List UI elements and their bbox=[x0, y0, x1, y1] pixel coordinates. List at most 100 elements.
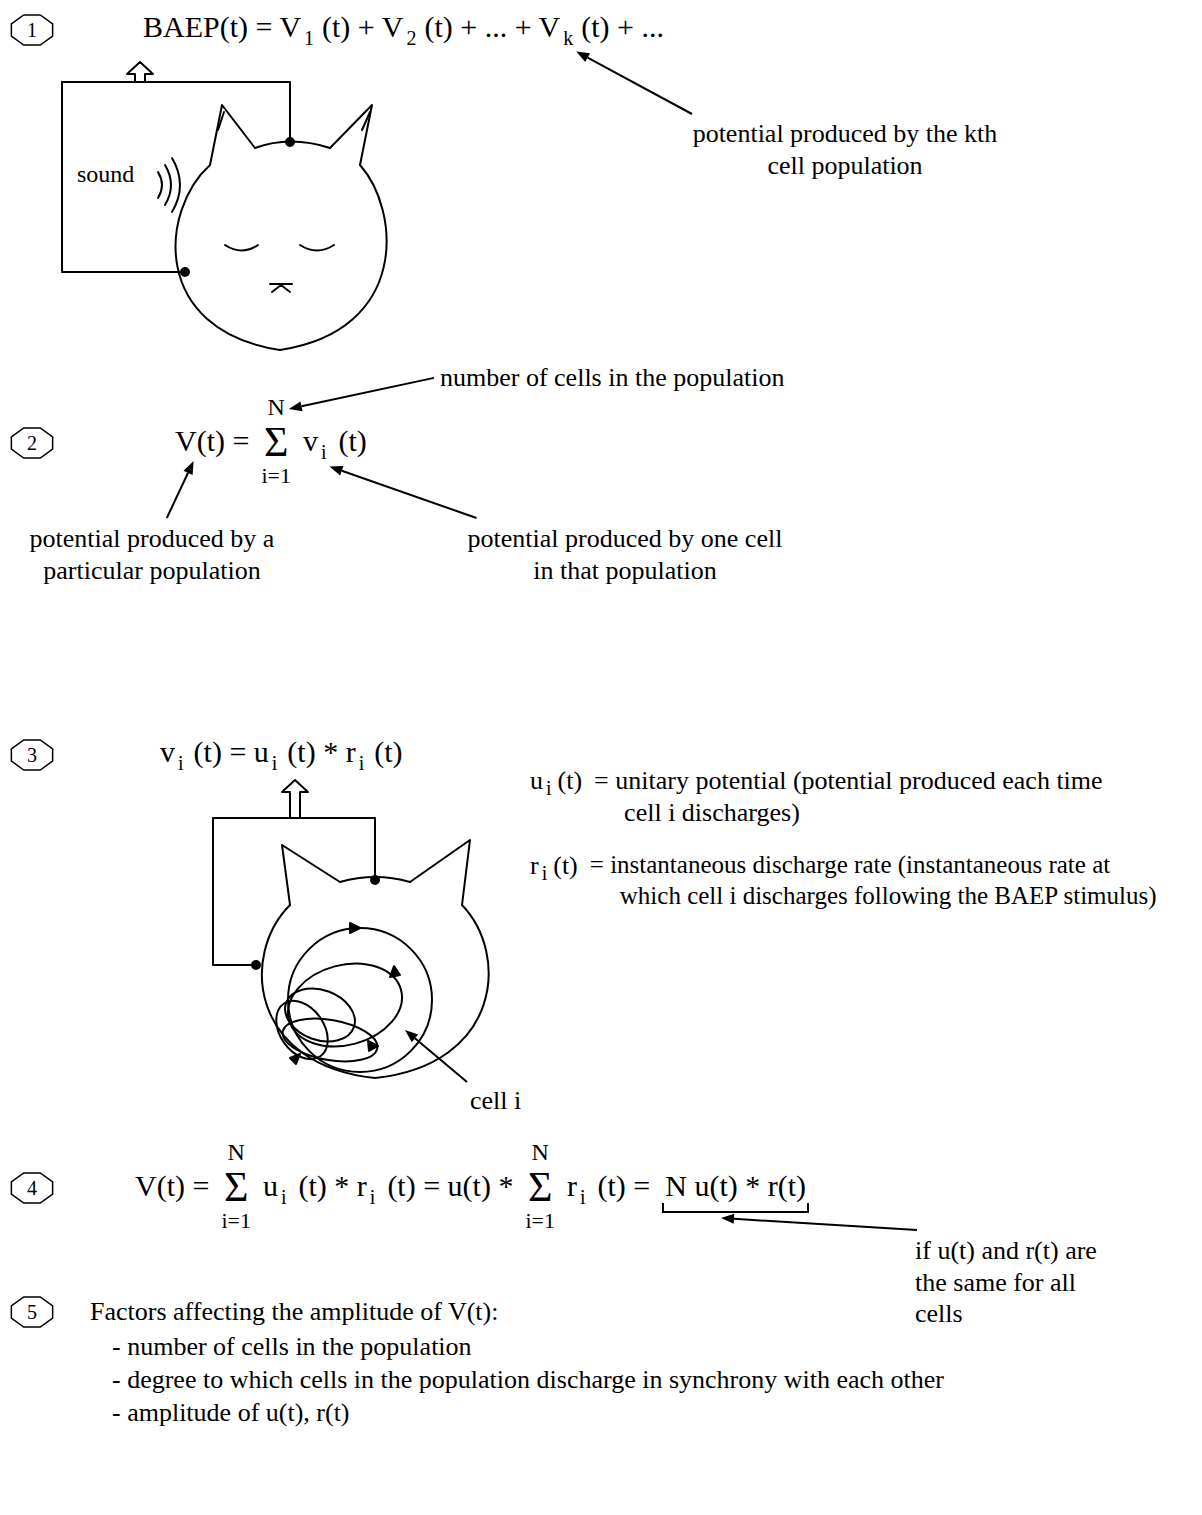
equation-term: (t) bbox=[558, 765, 583, 797]
sum-lower-limit: i=1 bbox=[221, 1210, 251, 1232]
step-number-text: 2 bbox=[10, 427, 54, 459]
electrode bbox=[252, 961, 260, 969]
summation: NΣi=1 bbox=[525, 1140, 555, 1232]
summation: NΣi=1 bbox=[261, 395, 291, 487]
cat-mouth bbox=[270, 284, 292, 292]
sound-wave bbox=[172, 158, 180, 212]
leader-arrowhead bbox=[289, 401, 303, 411]
cat-ear bbox=[218, 112, 224, 130]
subscript: i bbox=[580, 1186, 586, 1209]
equation-term: (t) bbox=[339, 424, 367, 458]
cat-figure-1 bbox=[62, 62, 387, 350]
equation-term: (t) = u(t) * bbox=[387, 1169, 513, 1203]
output-arrow bbox=[127, 62, 153, 82]
step-number-text: 1 bbox=[10, 14, 54, 46]
equation-term: (t) + V bbox=[322, 10, 403, 44]
leader-arrowhead bbox=[721, 1214, 734, 1224]
equation-row: ri(t)= instantaneous discharge rate (ins… bbox=[530, 850, 1175, 911]
leader-arrowhead bbox=[576, 52, 590, 63]
cat-ear bbox=[330, 105, 372, 165]
annotation-text: potential produced by one cell in that p… bbox=[460, 523, 790, 586]
cat-figure-3 bbox=[213, 780, 489, 1078]
recording-wire bbox=[213, 818, 375, 878]
electrode bbox=[286, 138, 294, 146]
subscript: i bbox=[178, 752, 184, 775]
bracketed-term: N u(t) * r(t) bbox=[662, 1169, 809, 1203]
subscript: i bbox=[281, 1186, 287, 1209]
subscript: i bbox=[272, 752, 278, 775]
output-arrow bbox=[282, 780, 308, 818]
equation-term: (t) + ... bbox=[581, 10, 664, 44]
annotation-text: potential produced by the kth cell popul… bbox=[680, 118, 1010, 181]
equation-term: (t) bbox=[553, 850, 578, 882]
annotation-text: if u(t) and r(t) are the same for all ce… bbox=[915, 1235, 1111, 1330]
electrode bbox=[371, 876, 379, 884]
equation-row: V(t) =NΣi=1ui(t) * ri(t) = u(t) *NΣi=1ri… bbox=[135, 1140, 809, 1232]
leader-line bbox=[734, 1219, 917, 1230]
step-number: 2 bbox=[10, 427, 54, 459]
field-line bbox=[266, 991, 339, 1069]
annotation-text: - amplitude of u(t), r(t) bbox=[112, 1397, 350, 1429]
recording-wire bbox=[62, 82, 185, 272]
equation-term: v bbox=[303, 424, 318, 458]
subscript: i bbox=[321, 441, 327, 464]
step-number-text: 5 bbox=[10, 1296, 54, 1328]
subscript: i bbox=[546, 776, 552, 800]
subscript: i bbox=[370, 1186, 376, 1209]
step-number-text: 3 bbox=[10, 739, 54, 771]
leader-line bbox=[342, 471, 477, 518]
field-arrowhead bbox=[390, 966, 400, 977]
summation: NΣi=1 bbox=[221, 1140, 251, 1232]
equation-row: vi(t) = ui(t) * ri(t) bbox=[160, 735, 403, 769]
equation-term: v bbox=[160, 735, 175, 769]
sum-upper-limit: N bbox=[268, 395, 285, 419]
subscript: 2 bbox=[406, 27, 416, 50]
cat-ear bbox=[210, 105, 255, 165]
step-number: 3 bbox=[10, 739, 54, 771]
equation-term: (t) = u bbox=[194, 735, 269, 769]
subscript: k bbox=[563, 27, 573, 50]
cat-ear bbox=[410, 840, 470, 905]
annotation-text: - number of cells in the population bbox=[112, 1331, 472, 1363]
equation-term: (t) * r bbox=[287, 735, 355, 769]
subscript: i bbox=[542, 861, 548, 885]
leader-arrowhead bbox=[184, 461, 194, 475]
equation-row: ui(t) = unitary potential (potential prod… bbox=[530, 765, 1104, 828]
field-arrowhead bbox=[290, 1054, 300, 1064]
subscript: 1 bbox=[304, 27, 314, 50]
annotation-text: - degree to which cells in the populatio… bbox=[112, 1364, 944, 1396]
field-arrowhead bbox=[368, 1041, 378, 1051]
equation-term: (t) * r bbox=[299, 1169, 367, 1203]
underbracket bbox=[662, 1203, 809, 1213]
equation-term: (t) + ... + V bbox=[424, 10, 560, 44]
leader-arrowhead bbox=[405, 1030, 418, 1042]
step-number-text: 4 bbox=[10, 1172, 54, 1204]
cat-head bbox=[262, 905, 489, 1078]
sum-sign: Σ bbox=[264, 421, 288, 463]
field-arrowhead bbox=[350, 923, 360, 933]
cat-eye bbox=[225, 245, 258, 251]
sum-sign: Σ bbox=[528, 1166, 552, 1208]
sum-lower-limit: i=1 bbox=[525, 1210, 555, 1232]
field-line bbox=[279, 951, 412, 1058]
equation-term: u bbox=[530, 765, 543, 797]
recording-wire bbox=[62, 82, 290, 140]
equation-term: N u(t) * r(t) bbox=[665, 1169, 806, 1202]
electrode bbox=[181, 268, 189, 276]
recording-wire bbox=[213, 818, 254, 965]
step-number: 4 bbox=[10, 1172, 54, 1204]
definition-text: = instantaneous discharge rate (instanta… bbox=[590, 850, 1175, 911]
sound-wave bbox=[158, 172, 162, 198]
leader-arrowhead bbox=[330, 466, 344, 475]
equation-row: BAEP(t) = V1(t) + V2(t) + ... + Vk(t) + … bbox=[143, 10, 664, 44]
annotation-text: sound bbox=[77, 160, 134, 189]
field-line bbox=[288, 928, 432, 1072]
definition-text: = unitary potential (potential produced … bbox=[594, 765, 1104, 828]
equation-row: V(t) =NΣi=1vi(t) bbox=[175, 395, 367, 487]
subscript: i bbox=[359, 752, 365, 775]
equation-term: (t) = bbox=[598, 1169, 651, 1203]
equation-term: BAEP(t) = V bbox=[143, 10, 301, 44]
cat-head bbox=[176, 165, 387, 350]
sum-sign: Σ bbox=[224, 1166, 248, 1208]
sound-wave bbox=[165, 165, 171, 205]
